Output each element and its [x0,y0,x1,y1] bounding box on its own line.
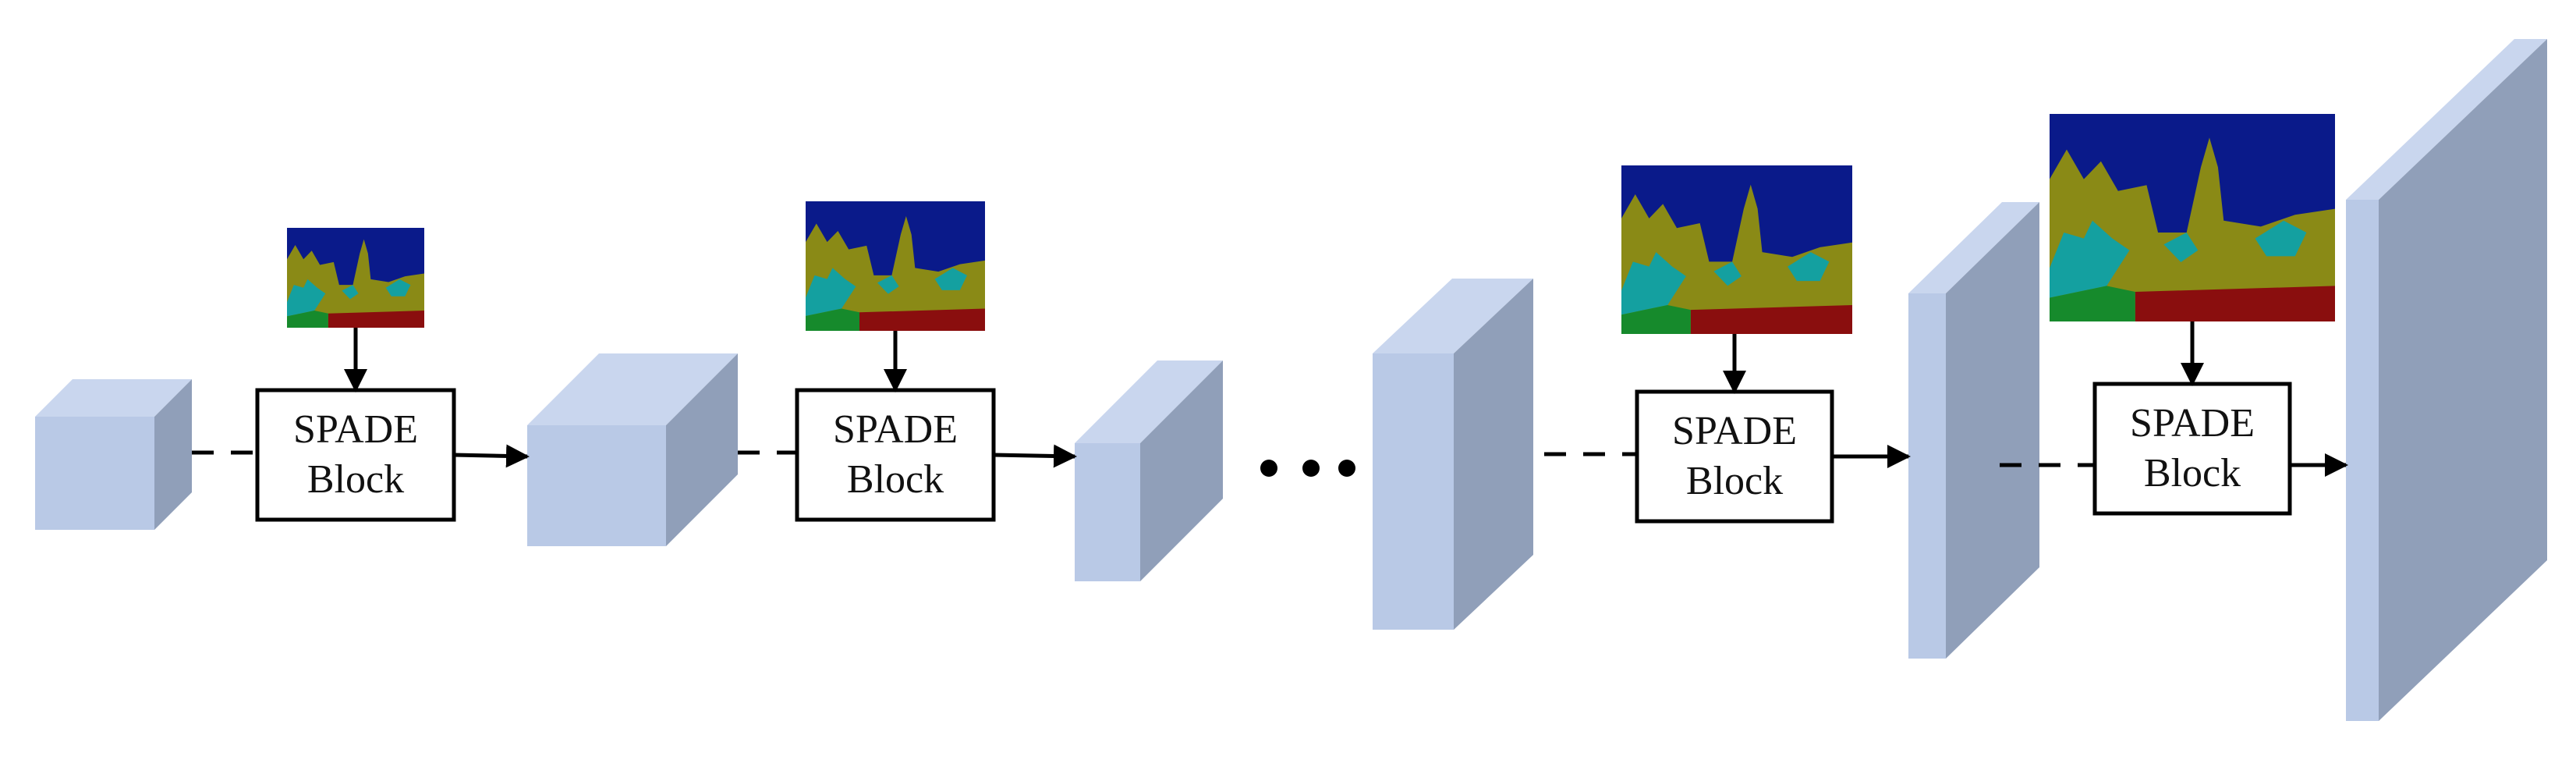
segmap-1-tree-mid [342,285,359,300]
spade-block-box-3 [1635,389,1834,524]
segmentation-map-2 [806,201,985,331]
ellipsis-dot-2 [1302,460,1320,477]
segmap-3-grass [1621,304,1691,334]
segmap-1-buildings [287,239,424,328]
feature-map-3-top [1075,360,1223,443]
feature-map-5-side [1946,202,2039,659]
feature-map-1-front [35,417,154,530]
feature-map-4-side [1454,279,1533,630]
segmap-4-tree-mid [2163,233,2199,262]
feature-map-3-side [1140,360,1223,581]
segmap-3-ground [1690,304,1852,334]
segmap-4-tree-right [2255,220,2307,257]
segmap-4-grass [2050,286,2135,321]
spade-block-box-2 [795,388,996,522]
segmap-1-trees-left [287,279,326,317]
segmap-4-buildings [2050,137,2335,321]
feature-map-6-side [2379,39,2547,721]
segmap-3-tree-mid [1713,261,1742,286]
segmap-1-ground [328,311,424,328]
feature-map-3 [1075,360,1223,581]
feature-map-4-front [1373,353,1454,630]
feature-map-2-top [527,353,738,425]
feature-map-6-front [2346,200,2379,721]
feature-map-2-side [666,353,738,546]
segmap-2-tree-mid [877,275,899,294]
segmap-4-ground [2135,286,2335,321]
feature-map-1-side [154,379,192,530]
spade-block-box-4 [2092,382,2292,516]
feature-map-6 [2346,39,2547,721]
segmap-2-ground [859,308,985,331]
segmap-1-grass [287,311,328,328]
segmap-2-tree-right [934,268,967,290]
arrow-right-1 [453,444,530,468]
feature-map-2 [527,353,738,546]
segmentation-map-4 [2050,114,2335,321]
segmentation-map-3 [1621,165,1852,334]
segmap-3-trees-left [1621,252,1686,315]
spade-block-box-1 [255,388,456,522]
segmap-2-buildings [806,215,985,331]
segmap-3-tree-right [1788,252,1830,282]
feature-map-5-front [1908,293,1946,659]
ellipsis-dot-1 [1260,460,1277,477]
ellipsis-dot-3 [1338,460,1355,477]
feature-map-1-top [35,379,192,417]
segmentation-map-1 [287,228,424,328]
feature-map-4-top [1373,279,1533,353]
segmap-4-trees-left [2050,220,2130,298]
feature-map-6-top [2346,39,2547,200]
feature-map-4 [1373,279,1533,630]
feature-map-2-front [527,425,666,546]
arrow-right-2 [993,444,1077,468]
segmap-3-buildings [1621,184,1852,334]
segmap-2-trees-left [806,268,856,317]
segmap-1-tree-right [385,279,411,297]
feature-map-3-front [1075,443,1140,581]
segmap-2-grass [806,308,859,331]
feature-map-5-top [1908,202,2039,293]
feature-map-5 [1908,202,2039,659]
feature-map-1 [35,379,192,530]
